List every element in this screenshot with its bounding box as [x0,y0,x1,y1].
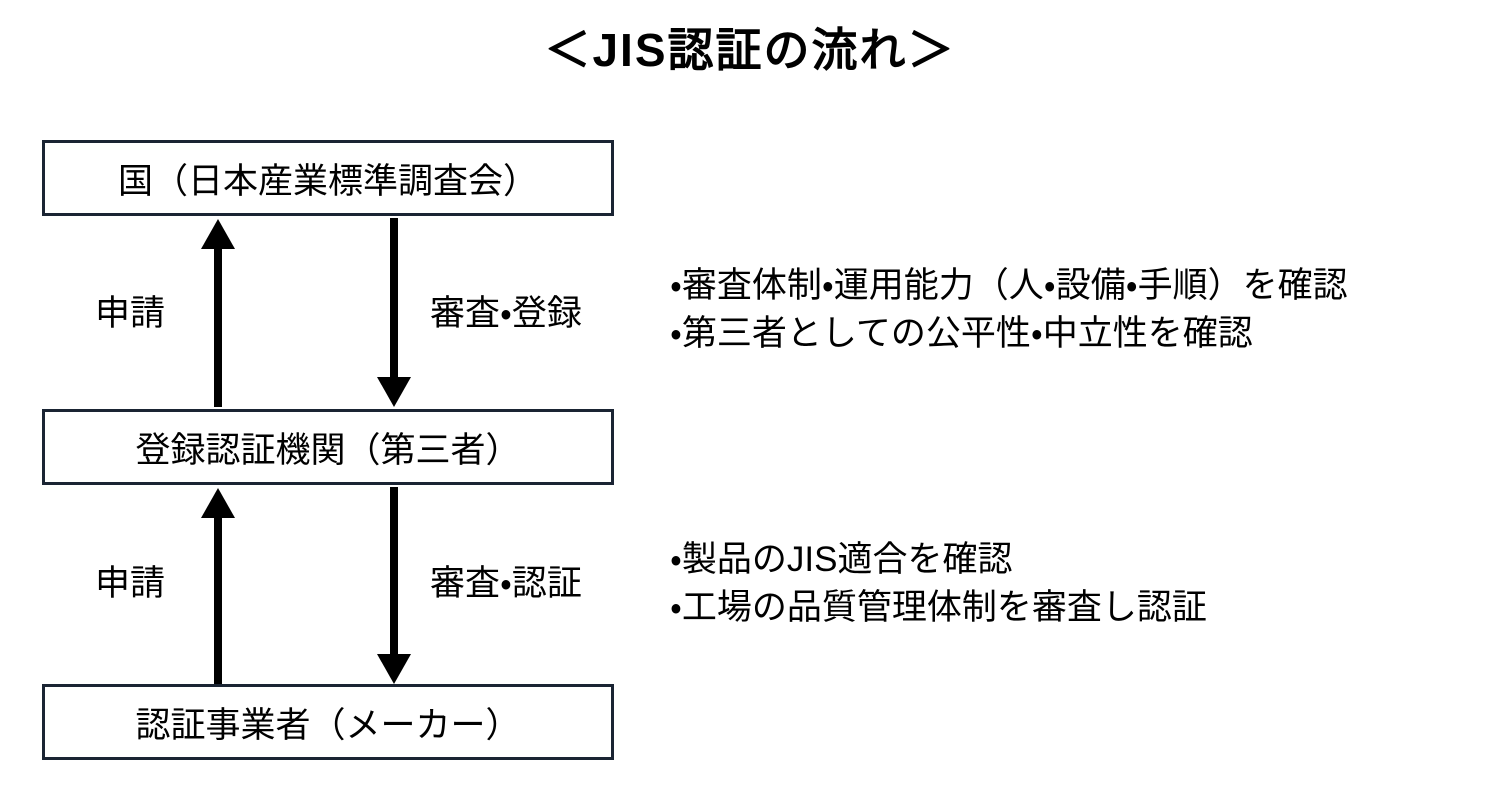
flow-label-application-1: 申請 [95,294,166,333]
flow-label-application-2: 申請 [95,564,166,603]
flow-label-review-certification: 審査・認証 [430,564,582,603]
arrow-shaft [390,218,398,381]
node-certification-body: 登録認証機関（第三者） [42,409,614,485]
arrow-shaft [390,487,398,658]
arrow-shaft [214,514,222,684]
note-line: ・製品のJIS適合を確認 [670,540,1013,579]
node-government-label: 国（日本産業標準調査会） [117,161,538,201]
arrow-down-review-registration [377,218,411,407]
arrow-shaft [214,245,222,407]
arrow-up-application-1 [201,219,235,407]
flow-label-review-registration: 審査・登録 [430,294,582,333]
note-certification-criteria: ・製品のJIS適合を確認 ・工場の品質管理体制を審査し認証 [670,536,1207,632]
arrow-up-head-icon [201,488,235,518]
arrow-up-head-icon [201,219,235,249]
node-manufacturer-label: 認証事業者（メーカー） [135,705,521,745]
arrow-down-head-icon [377,654,411,684]
arrow-down-head-icon [377,377,411,407]
node-certification-body-label: 登録認証機関（第三者） [135,430,521,470]
node-government: 国（日本産業標準調査会） [42,140,614,216]
note-line: ・第三者としての公平性・中立性を確認 [670,314,1253,353]
note-line: ・工場の品質管理体制を審査し認証 [670,588,1207,627]
node-manufacturer: 認証事業者（メーカー） [42,684,614,760]
arrow-down-review-certification [377,487,411,684]
arrow-up-application-2 [201,488,235,684]
note-registration-criteria: ・審査体制・運用能力（人・設備・手順）を確認 ・第三者としての公平性・中立性を確… [670,262,1348,358]
page-title: ＜JIS認証の流れ＞ [544,24,956,76]
note-line: ・審査体制・運用能力（人・設備・手順）を確認 [670,266,1348,305]
